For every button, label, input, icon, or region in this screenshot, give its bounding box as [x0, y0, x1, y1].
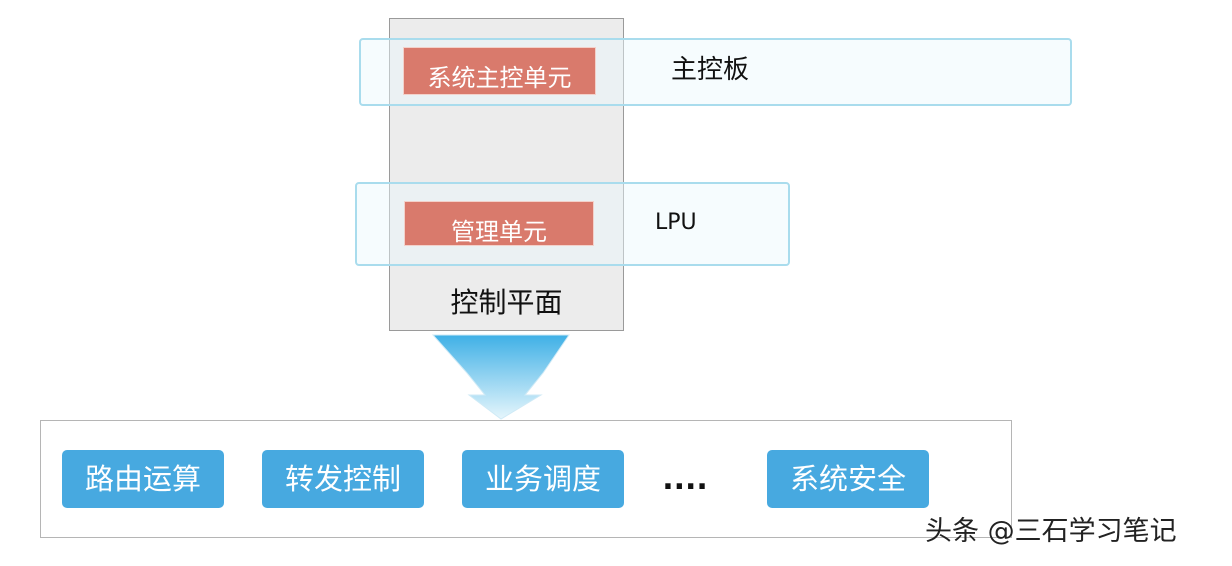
system-security-function: 系统安全 [767, 450, 929, 508]
main-board-label: 主控板 [671, 55, 750, 85]
down-arrow-icon [431, 334, 570, 420]
service-scheduling-function: 业务调度 [462, 450, 624, 508]
management-unit: 管理单元 [404, 201, 594, 246]
control-plane-label: 控制平面 [450, 286, 563, 319]
system-master-unit: 系统主控单元 [403, 47, 596, 95]
forwarding-control-function: 转发控制 [262, 450, 424, 508]
ellipsis: .... [662, 462, 708, 497]
routing-function: 路由运算 [62, 450, 224, 508]
watermark: 头条 @三石学习笔记 [925, 516, 1177, 547]
lpu-label: LPU [655, 210, 697, 235]
